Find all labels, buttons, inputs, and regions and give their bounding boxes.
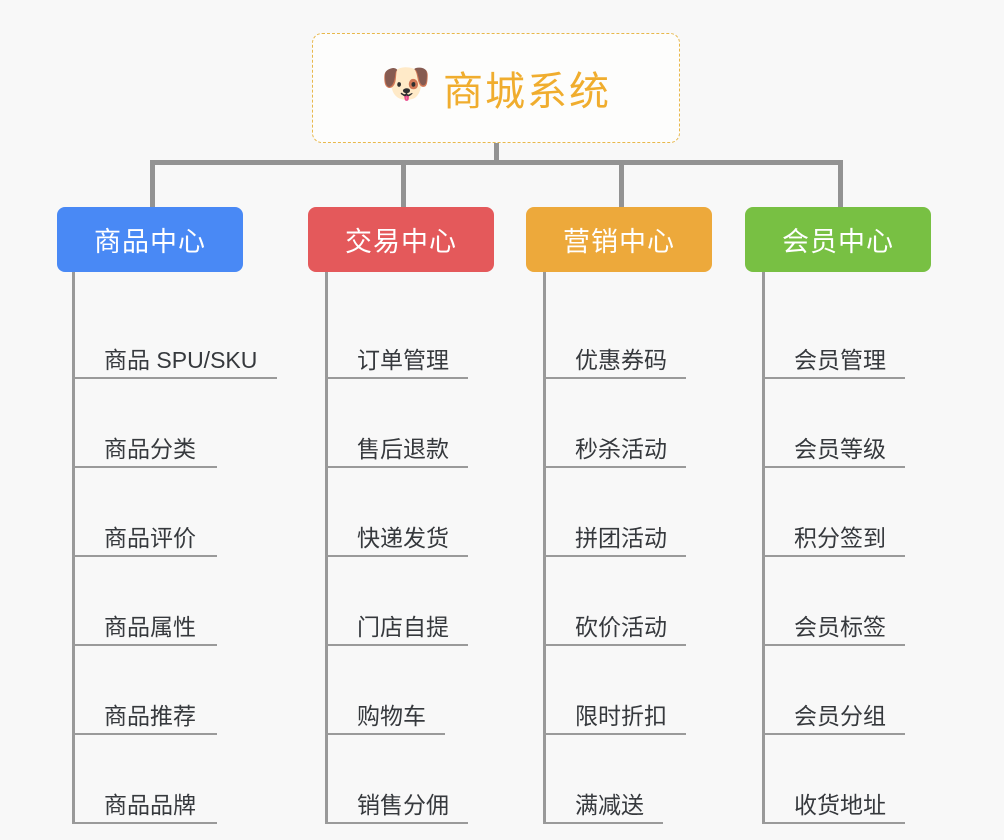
leaf-item[interactable]: 商品推荐 [72,646,217,735]
leaf-item-underline [72,377,277,379]
leaf-item-label: 快递发货 [357,524,449,551]
leaf-item-label: 秒杀活动 [575,435,667,462]
leaf-item[interactable]: 会员管理 [762,290,905,379]
connector-root-stem [494,143,499,164]
leaf-item[interactable]: 商品品牌 [72,735,217,824]
leaf-item-label: 砍价活动 [575,613,667,640]
leaf-item-underline [762,377,905,379]
leaf-item[interactable]: 会员分组 [762,646,905,735]
leaf-item-underline [543,822,663,824]
leaf-item-label: 拼团活动 [575,524,667,551]
leaf-item-underline [543,466,686,468]
leaf-item-underline [762,822,905,824]
leaf-item-label: 会员管理 [794,346,886,373]
connector-drop-2 [401,160,406,207]
leaf-item-label: 会员标签 [794,613,886,640]
leaf-item-underline [72,822,217,824]
leaf-item-underline [543,644,686,646]
leaf-item-underline [325,733,445,735]
leaf-item[interactable]: 砍价活动 [543,557,686,646]
leaf-item[interactable]: 快递发货 [325,468,468,557]
leaf-item[interactable]: 限时折扣 [543,646,686,735]
category-header-label: 商品中心 [94,227,206,257]
connector-drop-4 [838,160,843,207]
leaf-spine [762,272,765,824]
leaf-item-label: 商品 SPU/SKU [104,346,258,373]
connector-horizontal-bus [150,160,839,165]
leaf-item-label: 商品属性 [104,613,196,640]
leaf-item-label: 会员等级 [794,435,886,462]
leaf-item[interactable]: 商品属性 [72,557,217,646]
leaf-item-label: 满减送 [575,791,644,818]
leaf-item-underline [325,466,468,468]
leaf-item-underline [72,555,217,557]
leaf-item[interactable]: 商品评价 [72,468,217,557]
category-header-label: 交易中心 [345,227,457,257]
leaf-item-label: 售后退款 [357,435,449,462]
root-title: 商城系统 [443,70,611,114]
leaf-item-underline [72,466,217,468]
leaf-item[interactable]: 商品 SPU/SKU [72,290,277,379]
leaf-spine [325,272,328,824]
leaf-item-label: 商品分类 [104,435,196,462]
leaf-item-underline [72,733,217,735]
root-node[interactable]: 🐶 商城系统 [312,33,680,143]
connector-drop-3 [619,160,624,207]
category-header-2[interactable]: 交易中心 [308,207,494,272]
leaf-item[interactable]: 秒杀活动 [543,379,686,468]
leaf-item-underline [762,644,905,646]
category-header-label: 营销中心 [563,227,675,257]
leaf-item-label: 商品评价 [104,524,196,551]
leaf-item-underline [762,733,905,735]
connector-drop-1 [150,160,155,207]
leaf-item-underline [543,555,686,557]
leaf-item[interactable]: 满减送 [543,735,663,824]
leaf-item-label: 购物车 [357,702,426,729]
leaf-item-label: 收货地址 [794,791,886,818]
leaf-item-label: 门店自提 [357,613,449,640]
leaf-item-underline [325,555,468,557]
leaf-item[interactable]: 购物车 [325,646,445,735]
leaf-item-underline [325,377,468,379]
category-header-4[interactable]: 会员中心 [745,207,931,272]
leaf-item-label: 积分签到 [794,524,886,551]
leaf-item-label: 销售分佣 [357,791,449,818]
leaf-item-underline [543,733,686,735]
leaf-item[interactable]: 销售分佣 [325,735,468,824]
leaf-item[interactable]: 门店自提 [325,557,468,646]
leaf-item[interactable]: 商品分类 [72,379,217,468]
leaf-spine [72,272,75,824]
leaf-item-label: 商品品牌 [104,791,196,818]
leaf-item-underline [762,466,905,468]
leaf-item-label: 订单管理 [357,346,449,373]
leaf-item[interactable]: 会员标签 [762,557,905,646]
leaf-item[interactable]: 优惠券码 [543,290,686,379]
leaf-item-underline [543,377,686,379]
leaf-item[interactable]: 拼团活动 [543,468,686,557]
leaf-item-label: 优惠券码 [575,346,667,373]
leaf-spine [543,272,546,824]
category-header-3[interactable]: 营销中心 [526,207,712,272]
shiba-dog-face-icon: 🐶 [381,62,431,106]
leaf-item-underline [325,644,468,646]
leaf-item-underline [762,555,905,557]
leaf-item-label: 商品推荐 [104,702,196,729]
leaf-item[interactable]: 售后退款 [325,379,468,468]
category-header-label: 会员中心 [782,227,894,257]
leaf-item[interactable]: 积分签到 [762,468,905,557]
category-header-1[interactable]: 商品中心 [57,207,243,272]
leaf-item[interactable]: 订单管理 [325,290,468,379]
leaf-item-label: 限时折扣 [575,702,667,729]
leaf-item-label: 会员分组 [794,702,886,729]
leaf-item[interactable]: 收货地址 [762,735,905,824]
leaf-item[interactable]: 会员等级 [762,379,905,468]
leaf-item-underline [72,644,217,646]
leaf-item-underline [325,822,468,824]
